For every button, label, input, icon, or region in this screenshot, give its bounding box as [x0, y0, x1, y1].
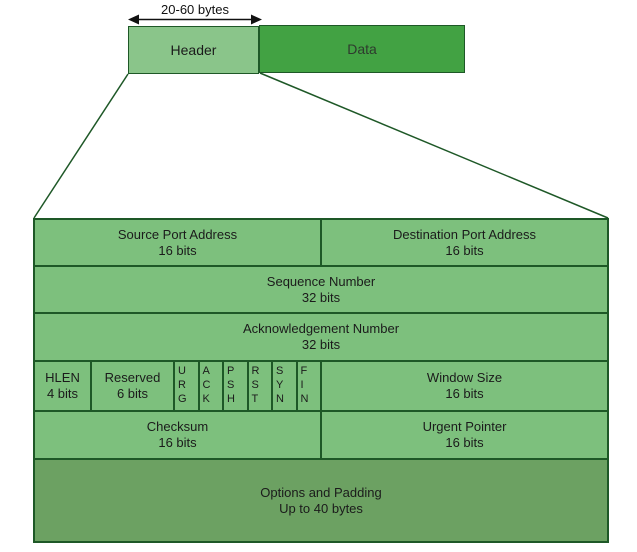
field-checksum: Checksum 16 bits — [35, 412, 322, 458]
field-name: Sequence Number — [266, 273, 376, 289]
flag-psh: P S H — [224, 362, 249, 410]
field-size: 16 bits — [158, 435, 197, 450]
field-name: Reserved — [104, 370, 161, 385]
flag-syn: S Y N — [273, 362, 298, 410]
expansion-line-right — [259, 72, 609, 219]
field-name: Acknowledgement Number — [242, 321, 400, 336]
tcp-header-table: Source Port Address 16 bits Destination … — [33, 218, 609, 543]
flag-rst: R S T — [248, 362, 273, 410]
table-row-checksum: Checksum 16 bits Urgent Pointer 16 bits — [35, 412, 607, 460]
field-window-size: Window Size 16 bits — [322, 362, 607, 410]
segment-header-box: Header — [128, 26, 259, 74]
flag-ack: A C K — [199, 362, 224, 410]
flag-fin: F I N — [297, 362, 322, 410]
field-hlen: HLEN 4 bits — [35, 362, 92, 410]
segment-header-label: Header — [170, 42, 217, 58]
field-name: Destination Port Address — [392, 226, 537, 242]
field-size: 32 bits — [301, 289, 341, 305]
table-row-acknowledgement: Acknowledgement Number 32 bits — [35, 314, 607, 362]
field-name: Urgent Pointer — [422, 419, 507, 434]
field-size: 16 bits — [158, 242, 197, 258]
field-destination-port: Destination Port Address 16 bits — [322, 220, 607, 265]
field-size: 16 bits — [445, 386, 484, 401]
field-name: Options and Padding — [260, 484, 382, 500]
field-name: HLEN — [45, 370, 80, 385]
header-size-annotation: 20-60 bytes — [161, 2, 229, 17]
field-reserved: Reserved 6 bits — [92, 362, 175, 410]
table-row-flags: HLEN 4 bits Reserved 6 bits U R G A C K … — [35, 362, 607, 412]
field-urgent-pointer: Urgent Pointer 16 bits — [322, 412, 607, 458]
field-size: 4 bits — [46, 386, 79, 401]
field-name: Source Port Address — [117, 226, 238, 242]
segment-data-label: Data — [347, 41, 377, 57]
table-row-sequence: Sequence Number 32 bits — [35, 267, 607, 314]
field-acknowledgement-number: Acknowledgement Number 32 bits — [35, 314, 607, 360]
field-sequence-number: Sequence Number 32 bits — [35, 267, 607, 312]
field-name: Window Size — [426, 370, 503, 385]
segment-data-box: Data — [259, 25, 465, 73]
field-size: 6 bits — [116, 386, 149, 401]
field-size: 16 bits — [445, 242, 484, 258]
table-row-ports: Source Port Address 16 bits Destination … — [35, 220, 607, 267]
flag-urg: U R G — [175, 362, 200, 410]
field-source-port: Source Port Address 16 bits — [35, 220, 322, 265]
field-size: 16 bits — [445, 435, 484, 450]
field-size: 32 bits — [301, 337, 341, 352]
expansion-line-left — [33, 73, 129, 219]
field-name: Checksum — [146, 419, 209, 434]
table-row-options: Options and Padding Up to 40 bytes — [35, 460, 607, 541]
field-options-padding: Options and Padding Up to 40 bytes — [35, 460, 607, 541]
field-size: Up to 40 bytes — [279, 500, 363, 516]
